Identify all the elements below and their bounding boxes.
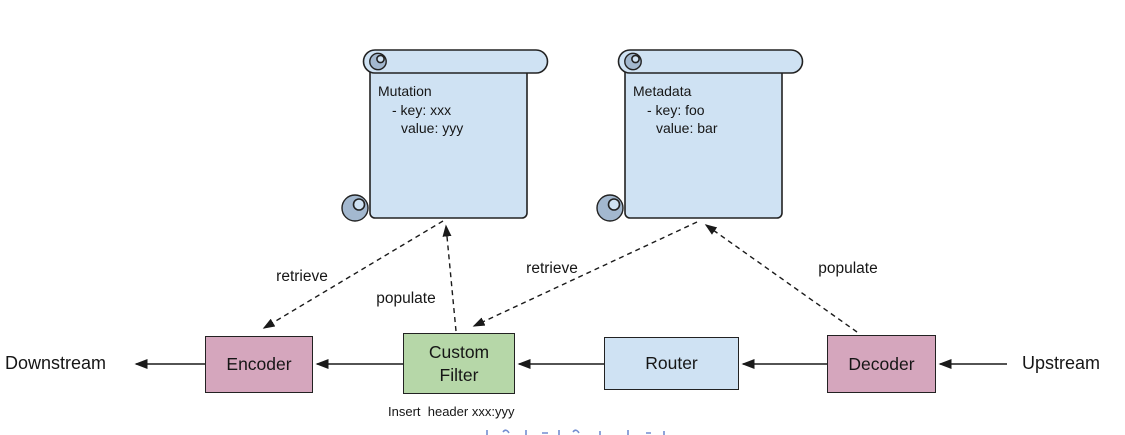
scroll-metadata-value: value: bar <box>656 120 718 136</box>
scroll-metadata-key: - key: foo <box>647 101 705 118</box>
scroll-metadata-text: Metadata - key: foo value: bar <box>633 82 717 138</box>
scroll-metadata-shape <box>596 49 804 222</box>
label-upstream: Upstream <box>1022 353 1101 373</box>
edge-label-retrieve-mutation: retrieve <box>276 268 328 285</box>
edge-populate-filter-mutation <box>442 224 457 332</box>
node-router: Router <box>604 337 739 390</box>
node-encoder: Encoder <box>205 336 313 393</box>
scroll-mutation-key: - key: xxx <box>392 101 452 118</box>
note-insert-header: Insert header xxx:yyy <box>388 404 515 419</box>
label-downstream: Downstream <box>5 353 107 373</box>
scroll-mutation-text: Mutation - key: xxx value: yyy <box>378 82 463 138</box>
edge-label-populate-mutation: populate <box>376 290 436 307</box>
node-custom-filter: Custom Filter <box>403 333 515 394</box>
edge-populate-decoder-metadata <box>704 224 858 333</box>
edge-retrieve-mutation-encoder <box>262 220 444 329</box>
edge-retrieve-metadata-filter <box>472 221 698 327</box>
scroll-metadata-title: Metadata <box>633 83 692 99</box>
cutoff-text-marks <box>486 429 665 435</box>
edge-label-retrieve-metadata: retrieve <box>526 260 578 277</box>
edge-label-populate-metadata: populate <box>818 260 878 277</box>
scroll-mutation-shape <box>341 49 549 222</box>
node-decoder: Decoder <box>827 335 936 393</box>
scroll-mutation-title: Mutation <box>378 83 432 99</box>
scroll-mutation-value: value: yyy <box>401 120 464 136</box>
